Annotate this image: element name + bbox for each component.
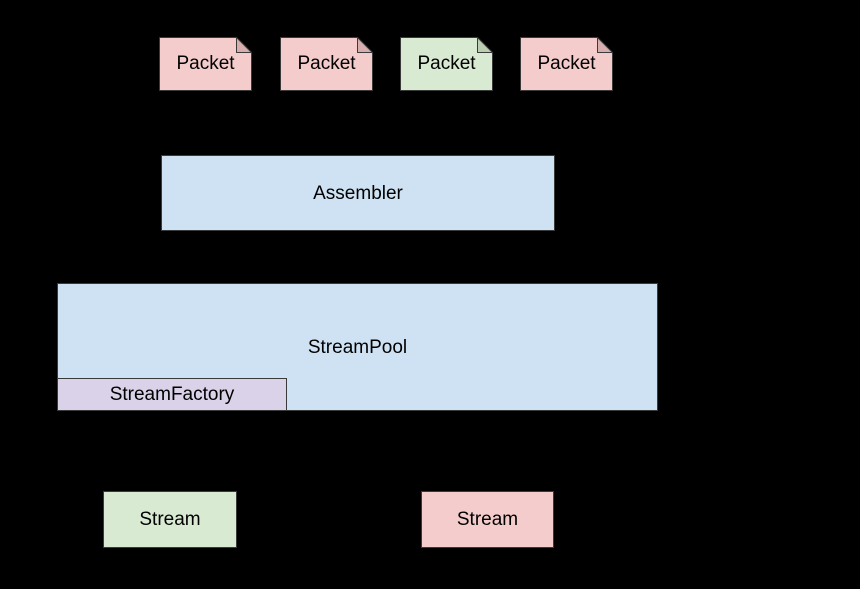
packet-node: Packet — [280, 37, 373, 91]
folded-corner-shape-icon — [159, 37, 252, 91]
folded-corner-shape-icon — [280, 37, 373, 91]
stream-factory-node: StreamFactory — [57, 378, 287, 411]
folded-corner-shape-icon — [400, 37, 493, 91]
stream-node: Stream — [103, 491, 237, 548]
packet-node: Packet — [520, 37, 613, 91]
packet-node: Packet — [400, 37, 493, 91]
packet-label: Packet — [176, 53, 235, 74]
stream-label: Stream — [139, 509, 201, 530]
stream-label: Stream — [456, 509, 519, 530]
stream-pool-label: StreamPool — [307, 336, 408, 358]
folded-corner-shape-icon — [520, 37, 613, 91]
assembler-node: Assembler — [161, 155, 555, 231]
stream-factory-label: StreamFactory — [109, 384, 235, 405]
assembler-label: Assembler — [313, 182, 403, 204]
packet-label: Packet — [297, 53, 356, 74]
packet-node: Packet — [159, 37, 252, 91]
packet-label: Packet — [417, 53, 476, 74]
stream-node: Stream — [421, 491, 554, 548]
packet-label: Packet — [537, 53, 596, 74]
